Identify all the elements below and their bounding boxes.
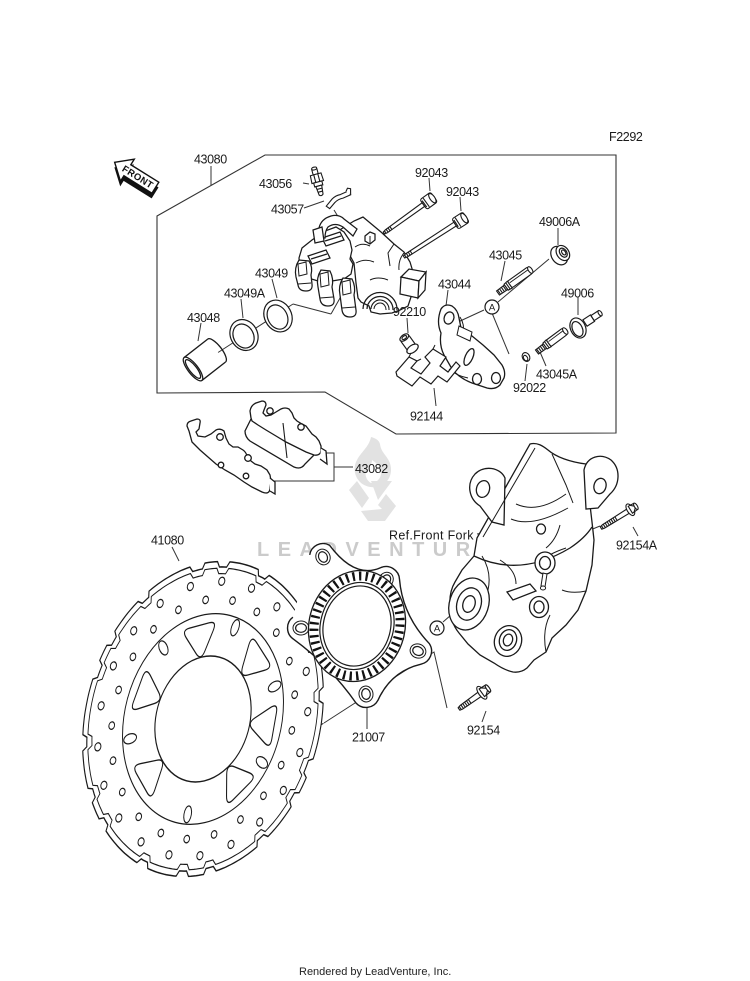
svg-text:A: A [489,302,496,313]
svg-text:43049A: 43049A [224,287,266,301]
svg-text:43057: 43057 [271,203,304,217]
svg-text:92154A: 92154A [616,539,658,553]
svg-text:92022: 92022 [513,381,546,395]
svg-text:49006: 49006 [561,287,594,301]
svg-text:A: A [434,623,441,634]
svg-text:F2292: F2292 [609,130,643,144]
svg-text:43045: 43045 [489,249,522,263]
svg-text:Ref.Front Fork: Ref.Front Fork [389,529,474,543]
svg-text:41080: 41080 [151,534,184,548]
svg-text:49006A: 49006A [539,215,581,229]
svg-text:92043: 92043 [415,166,448,180]
svg-text:21007: 21007 [352,731,385,745]
svg-text:92144: 92144 [410,410,443,424]
svg-text:43045A: 43045A [536,368,578,382]
svg-text:Rendered by LeadVenture, Inc.: Rendered by LeadVenture, Inc. [299,966,451,978]
svg-text:92043: 92043 [446,185,479,199]
svg-text:43048: 43048 [187,311,220,325]
svg-text:43049: 43049 [255,267,288,281]
svg-text:43080: 43080 [194,153,227,167]
svg-text:43044: 43044 [438,278,471,292]
svg-text:43056: 43056 [259,177,292,191]
svg-text:43082: 43082 [355,462,388,476]
svg-text:92154: 92154 [467,724,500,738]
svg-text:92210: 92210 [393,305,426,319]
